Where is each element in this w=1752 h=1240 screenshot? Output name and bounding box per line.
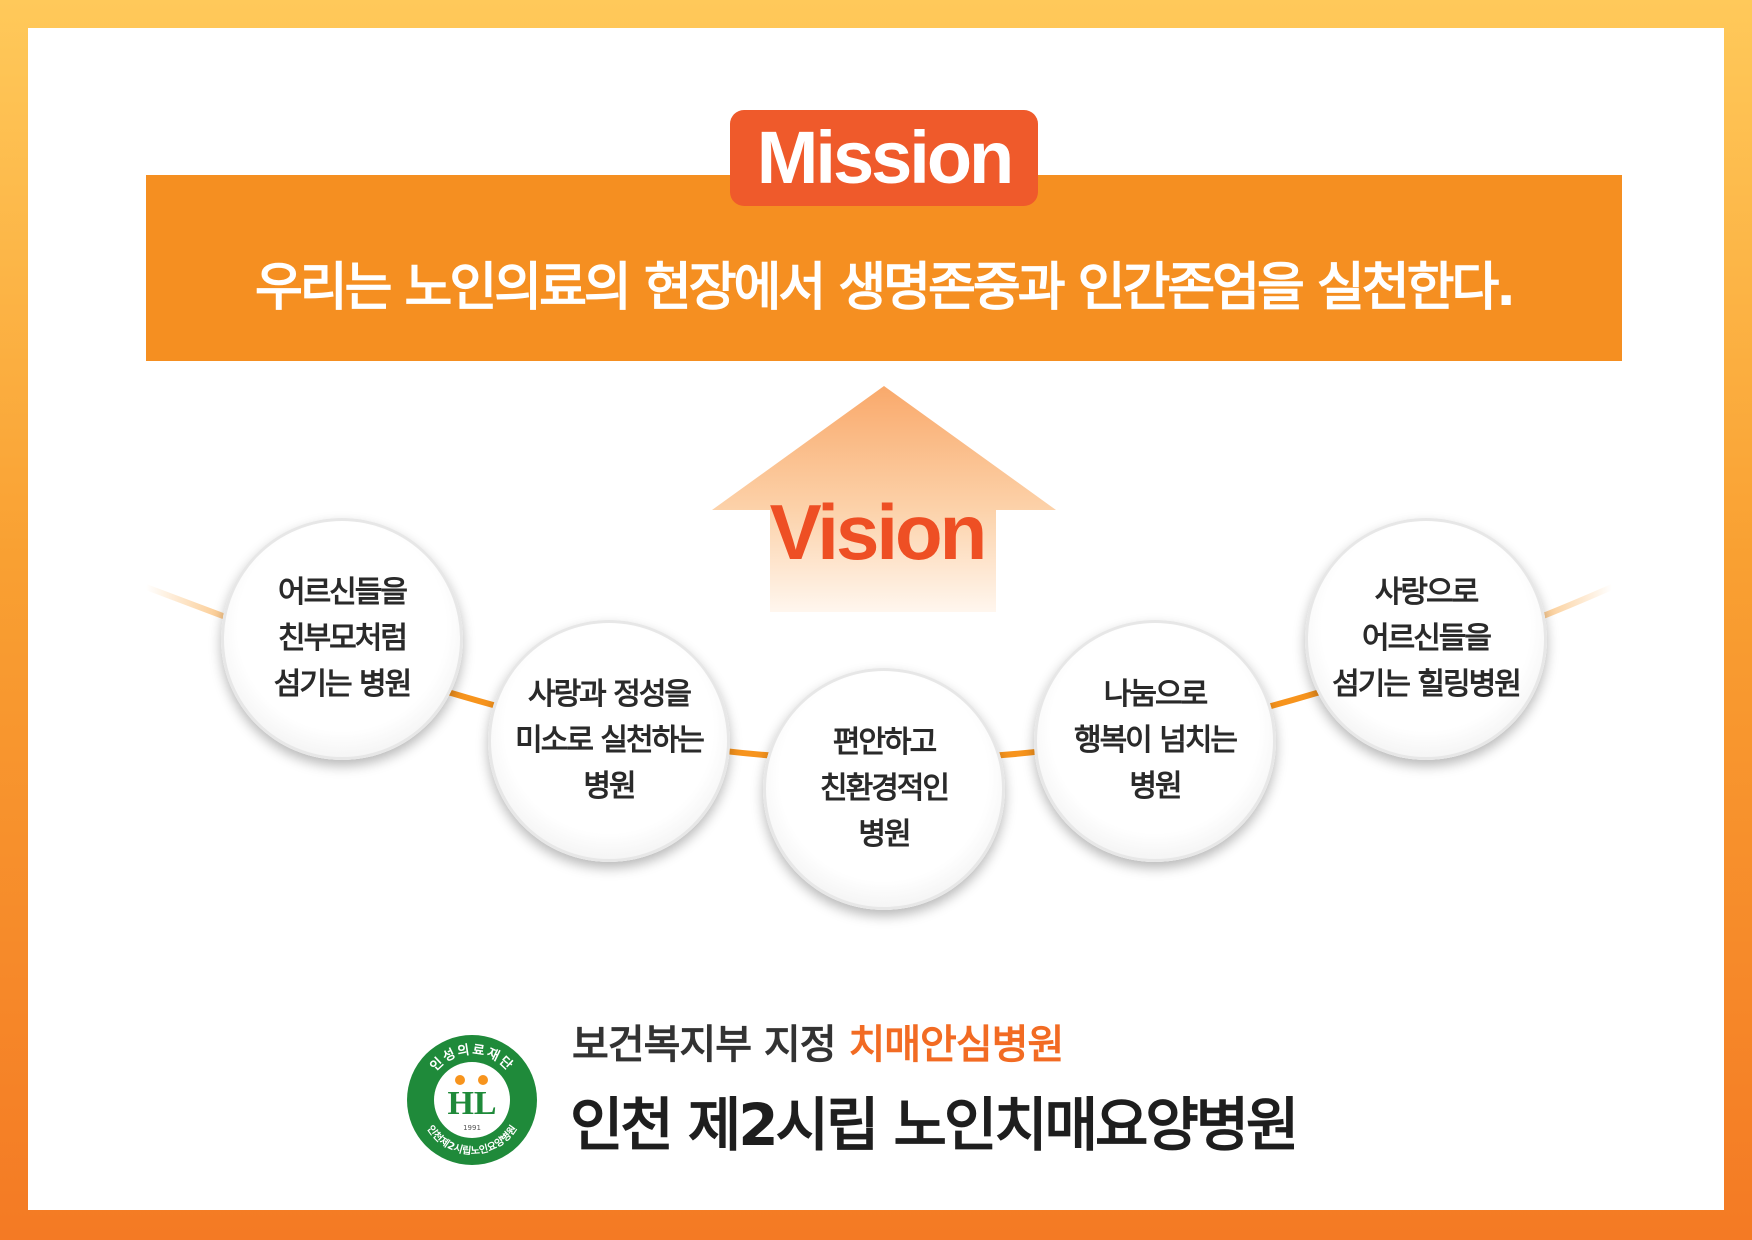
mission-statement: 우리는 노인의료의 현장에서 생명존중과 인간존엄을 실천한다. bbox=[254, 258, 1516, 318]
vision-circle-3-text: 편안하고 친환경적인 병원 bbox=[820, 725, 950, 852]
designation-highlight: 치매안심병원 bbox=[848, 1022, 1064, 1068]
vision-label: Vision bbox=[769, 488, 988, 576]
vision-circle-5: 사랑으로 어르신들을 섬기는 힐링병원 bbox=[1305, 518, 1547, 760]
hospital-logo: 인성의료재단 인천제2시립노인요양병원 HL 1991 bbox=[407, 1035, 537, 1165]
logo-year: 1991 bbox=[463, 1124, 481, 1132]
vision-circle-4: 나눔으로 행복이 넘치는 병원 bbox=[1034, 620, 1276, 862]
hospital-name: 인천 제2시립 노인치매요양병원 bbox=[570, 1091, 1299, 1159]
up-arrow-shape bbox=[712, 386, 1056, 612]
vision-circle-3: 편안하고 친환경적인 병원 bbox=[763, 668, 1005, 910]
mission-bar: 우리는 노인의료의 현장에서 생명존중과 인간존엄을 실천한다. bbox=[146, 175, 1622, 361]
designation-prefix: 보건복지부 지정 bbox=[572, 1022, 849, 1068]
logo-letters: HL bbox=[447, 1085, 496, 1122]
vision-circle-5-text: 사랑으로 어르신들을 섬기는 힐링병원 bbox=[1332, 575, 1522, 702]
vision-circle-2-text: 사랑과 정성을 미소로 실천하는 병원 bbox=[515, 677, 705, 804]
vision-circle-1: 어르신들을 친부모처럼 섬기는 병원 bbox=[221, 518, 463, 760]
vision-circle-1-text: 어르신들을 친부모처럼 섬기는 병원 bbox=[273, 575, 412, 702]
designation-line: 보건복지부 지정 치매안심병원 bbox=[572, 1012, 1064, 1070]
vision-circle-2: 사랑과 정성을 미소로 실천하는 병원 bbox=[488, 620, 730, 862]
mission-tab: Mission bbox=[730, 110, 1038, 206]
vision-circle-4-text: 나눔으로 행복이 넘치는 병원 bbox=[1073, 677, 1238, 804]
